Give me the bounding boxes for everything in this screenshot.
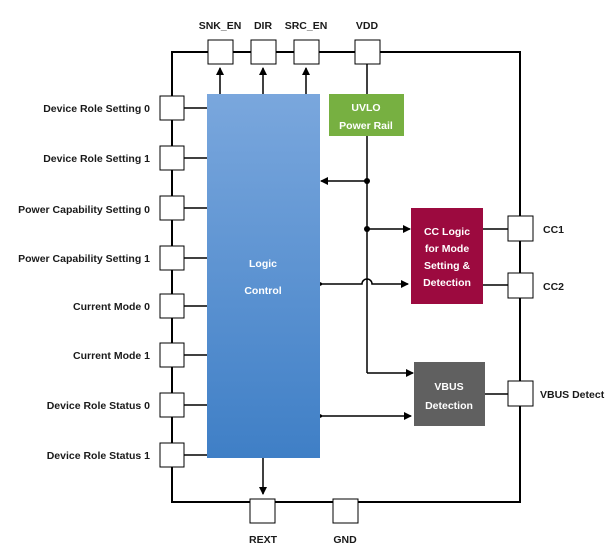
- pin-box: [159, 442, 185, 468]
- junction-dot-cc: [364, 226, 370, 232]
- pin-device-role-status-1: Device Role Status 1: [47, 442, 185, 468]
- pin-device-role-status-0: Device Role Status 0: [47, 392, 185, 418]
- pin-label: Device Role Status 0: [47, 400, 150, 412]
- vbus-detection-rect: [414, 362, 485, 426]
- pin-label: Power Capability Setting 1: [18, 253, 150, 265]
- left-pins: Device Role Setting 0 Device Role Settin…: [18, 95, 185, 468]
- pin-label: GND: [333, 534, 357, 546]
- pin-box: [159, 95, 185, 121]
- pin-label: Power Capability Setting 0: [18, 204, 150, 216]
- vbus-label-line2: Detection: [425, 400, 473, 412]
- pin-label: Device Role Setting 1: [43, 153, 150, 165]
- pin-label: Current Mode 1: [73, 350, 150, 362]
- left-stubs: [184, 107, 207, 456]
- pin-label: CC1: [543, 224, 564, 236]
- cc-label-line4: Detection: [423, 277, 471, 289]
- cc-logic-block: CC Logic for Mode Setting & Detection: [411, 208, 483, 304]
- pin-label: Device Role Status 1: [47, 450, 150, 462]
- pin-box: [207, 39, 234, 65]
- pin-box: [332, 498, 359, 524]
- uvlo-label-line2: Power Rail: [339, 120, 393, 132]
- pin-box: [159, 392, 185, 418]
- logic-label-line2: Control: [244, 285, 281, 297]
- cc-logic-rect: [411, 208, 483, 304]
- pin-vdd: VDD: [354, 20, 381, 65]
- uvlo-label-line1: UVLO: [351, 102, 380, 114]
- vbus-label-line1: VBUS: [434, 381, 463, 393]
- pin-box: [507, 215, 534, 242]
- pin-box: [159, 293, 185, 319]
- vbus-detection-block: VBUS Detection: [414, 362, 485, 426]
- wire-logic-cc: [316, 278, 409, 288]
- pin-box: [507, 380, 534, 407]
- pin-label: Current Mode 0: [73, 301, 150, 313]
- pin-label: SRC_EN: [285, 20, 328, 32]
- pin-box: [159, 245, 185, 271]
- pin-vbus-detect: VBUS Detect: [507, 380, 605, 407]
- pin-gnd: GND: [332, 498, 359, 546]
- pin-label: Device Role Setting 0: [43, 103, 150, 115]
- uvlo-rect: [329, 94, 404, 136]
- pin-cc2: CC2: [507, 272, 564, 299]
- pin-device-role-setting-1: Device Role Setting 1: [43, 145, 185, 171]
- pin-src-en: SRC_EN: [285, 20, 328, 65]
- pin-rext: REXT: [249, 498, 278, 546]
- logic-label-line1: Logic: [249, 258, 277, 270]
- pin-label: VDD: [356, 20, 379, 32]
- cc-label-line1: CC Logic: [424, 226, 470, 238]
- pin-box: [249, 498, 276, 524]
- pin-cc1: CC1: [507, 215, 564, 242]
- cc-label-line3: Setting &: [424, 260, 470, 272]
- uvlo-block: UVLO Power Rail: [329, 94, 404, 136]
- pin-dir: DIR: [250, 20, 277, 65]
- pin-label: SNK_EN: [199, 20, 242, 32]
- pin-box: [159, 342, 185, 368]
- pin-box: [507, 272, 534, 299]
- pin-current-mode-1: Current Mode 1: [73, 342, 185, 368]
- pin-box: [354, 39, 381, 65]
- pin-box: [250, 39, 277, 65]
- pin-power-capability-setting-1: Power Capability Setting 1: [18, 245, 185, 271]
- right-pins: CC1 CC2 VBUS Detect: [507, 215, 605, 407]
- logic-control-block: Logic Control: [207, 94, 320, 458]
- pin-device-role-setting-0: Device Role Setting 0: [43, 95, 185, 121]
- bottom-pins: REXT GND: [249, 498, 359, 546]
- pin-power-capability-setting-0: Power Capability Setting 0: [18, 195, 185, 221]
- pin-label: DIR: [254, 20, 273, 32]
- pin-box: [293, 39, 320, 65]
- cc-label-line2: for Mode: [425, 243, 469, 255]
- pin-label: VBUS Detect: [540, 389, 605, 401]
- pin-current-mode-0: Current Mode 0: [73, 293, 185, 319]
- pin-box: [159, 195, 185, 221]
- pin-box: [159, 145, 185, 171]
- pin-label: CC2: [543, 281, 564, 293]
- junction-dot-logic: [364, 178, 370, 184]
- logic-control-rect: [207, 94, 320, 458]
- pin-label: REXT: [249, 534, 278, 546]
- top-pins: SNK_EN DIR SRC_EN VDD: [199, 20, 381, 65]
- pin-snk-en: SNK_EN: [199, 20, 242, 65]
